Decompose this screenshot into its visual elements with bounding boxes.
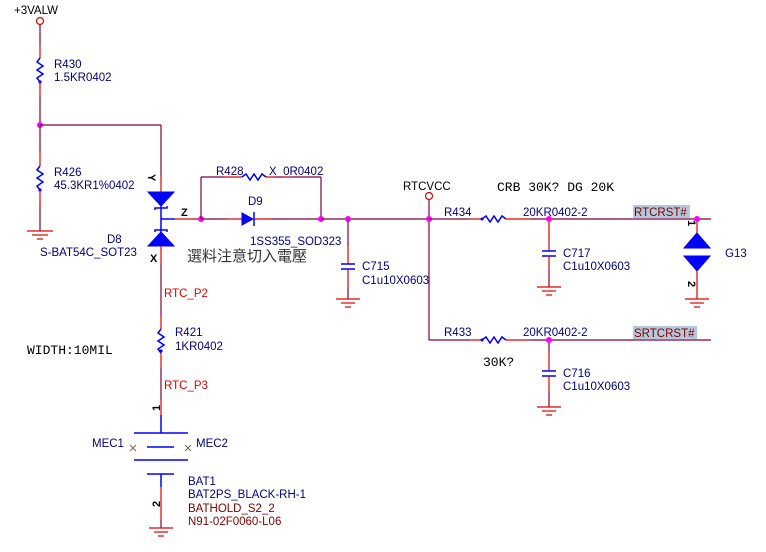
ground-symbol [27,230,53,240]
r433-ref: R433 [444,327,472,339]
net-label-highlight [633,326,697,339]
d9-value: 1SS355_SOD323 [250,236,341,248]
bat1-pin2-label: 2 [151,501,163,507]
ground-symbol [685,298,709,308]
r434-ref: R434 [444,207,472,219]
r433-value: 20KR0402-2 [523,327,588,339]
crb-note: CRB 30K? DG 20K [497,180,614,195]
power-label-rtcvcc: RTCVCC [403,181,451,193]
r430-ref: R430 [54,59,82,71]
bat1-mec1-label: MEC1 [92,438,124,450]
d8-pin-y-label: Y [145,174,157,182]
r430-value: 1.5KR0402 [54,72,112,84]
r421-ref: R421 [175,327,203,339]
bat1-value: BAT2PS_BLACK-RH-1 [188,489,306,501]
r428-ref: R428 [216,166,244,178]
bat1-pin1-label: 1 [151,405,163,411]
g13-pin1-label: 1 [685,220,697,226]
ground-symbol [537,406,561,416]
mec2-no-connect-icon [184,444,192,452]
c717-value: C1u10X0603 [563,261,630,273]
ground-symbol [149,527,173,537]
bat1-ref: BAT1 [188,476,216,488]
r430-resistor-symbol[interactable] [35,57,45,83]
voltage-selection-note: 選料注意切入電壓 [187,247,307,265]
r433-resistor-symbol[interactable] [481,335,507,345]
net-label-rtcrst[interactable]: RTCRST# [634,207,687,219]
net-label-highlight [633,205,690,218]
ground-symbol [336,298,360,308]
bat1-mec2-label: MEC2 [196,438,228,450]
junction [546,216,552,222]
r428-resistor-symbol[interactable] [241,172,267,182]
g13-pin2-label: 2 [685,281,697,287]
d9-diode-icon[interactable] [241,212,255,226]
power-port-rtcvcc[interactable] [424,191,434,201]
net-label-rtc-p2[interactable]: RTC_P2 [164,288,208,300]
r426-ref: R426 [54,167,82,179]
r426-value: 45.3KR1%0402 [54,180,135,192]
trace-width-note: WIDTH:10MIL [27,343,113,358]
net-label-rtc-p3[interactable]: RTC_P3 [164,380,208,392]
c715-ref: C715 [362,261,390,273]
junction [694,216,700,222]
r426-resistor-symbol[interactable] [35,165,45,191]
r421-resistor-symbol[interactable] [156,328,166,354]
c716-ref: C716 [563,368,591,380]
g13-gap-lower-icon[interactable] [682,255,712,272]
d8-pin-x-label: X [150,253,158,265]
c716-value: C1u10X0603 [563,381,630,393]
r434-value: 20KR0402-2 [523,207,588,219]
d9-ref: D9 [248,196,263,208]
d8-pin-z-label: Z [181,207,188,219]
d8-diode-lower-icon[interactable] [146,231,176,247]
r433-note: 30K? [483,355,514,370]
power-port-3valw[interactable] [35,16,45,26]
d8-ref: D8 [107,234,122,246]
junction [546,337,552,343]
d8-diode-upper-icon[interactable] [146,191,176,207]
net-label-srtcrst[interactable]: SRTCRST# [634,328,695,340]
ground-symbol [537,286,561,296]
bat1-holder: BATHOLD_S2_2 [188,503,275,515]
r434-resistor-symbol[interactable] [481,214,507,224]
bat1-part-number: N91-02F0060-L06 [188,516,281,528]
r428-value: X_0R0402 [269,166,323,178]
c717-ref: C717 [563,248,591,260]
mec1-no-connect-icon [129,444,137,452]
d8-value: S-BAT54C_SOT23 [40,247,137,259]
g13-ref: G13 [725,248,747,260]
r421-value: 1KR0402 [175,341,223,353]
power-label-3valw: +3VALW [14,5,58,17]
c715-value: C1u10X0603 [362,275,429,287]
g13-gap-upper-icon[interactable] [682,232,712,249]
